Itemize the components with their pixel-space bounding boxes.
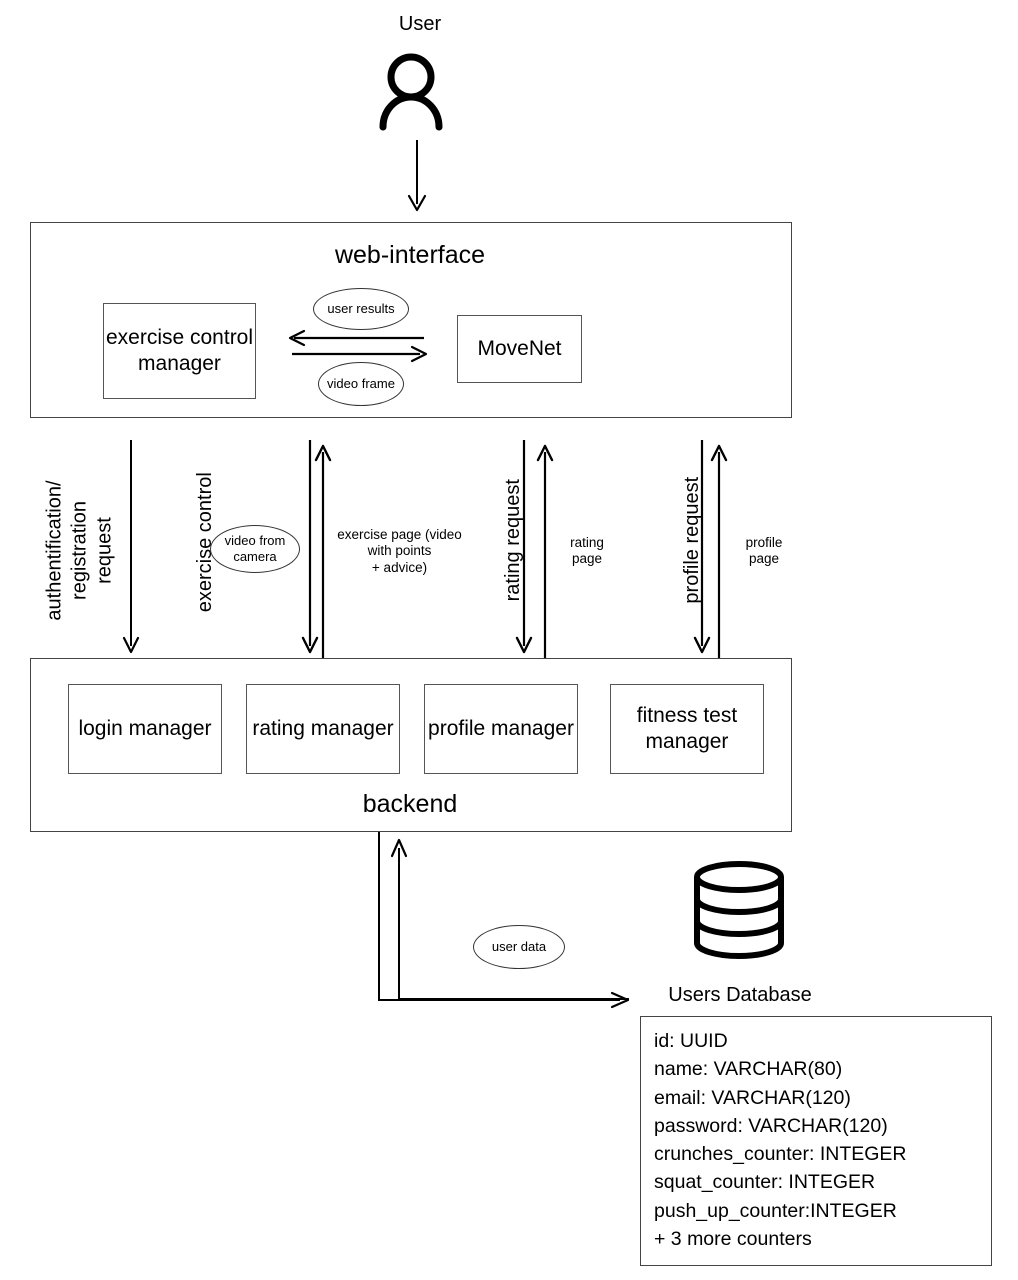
channel-label-profile-page: profile page (745, 535, 783, 567)
arrow-movenet-to-manager (288, 329, 424, 347)
arrow-backend-to-database (378, 832, 630, 1009)
arrow-exercise-control-request (301, 440, 319, 654)
arrow-profile-request (693, 440, 711, 654)
arrow-auth-registration-request (122, 440, 140, 654)
flow-label-user-data: user data (473, 925, 565, 969)
database-cylinder-icon (694, 861, 784, 959)
flow-label-user-results: user results (313, 288, 409, 330)
backend-manager-profile[interactable]: profile manager (424, 684, 578, 774)
backend-manager-login[interactable]: login manager (68, 684, 222, 774)
database-schema-box (640, 1016, 992, 1266)
backend-title: backend (362, 790, 458, 818)
arrow-manager-to-movenet (292, 345, 428, 363)
backend-manager-rating[interactable]: rating manager (246, 684, 400, 774)
actor-label: User (398, 13, 442, 35)
channel-label-exercise-page: exercise page (video with points + advic… (337, 527, 462, 575)
channel-label-rating-page: rating page (570, 535, 604, 567)
flow-label-video-from-camera: video from camera (210, 525, 300, 573)
channel-label-auth-registration-request: authentification/ registration request (43, 480, 116, 621)
arrow-rating-request (515, 440, 533, 654)
movenet-box[interactable]: MoveNet (457, 315, 582, 383)
arrow-rating-page-response (536, 444, 554, 658)
database-label: Users Database (668, 984, 812, 1006)
database-schema-list: id: UUID name: VARCHAR(80) email: VARCHA… (654, 1030, 907, 1250)
exercise-control-manager-box[interactable]: exercise control manager (103, 303, 256, 399)
user-icon (379, 53, 443, 131)
arrow-profile-page-response (710, 444, 728, 658)
flow-label-video-frame: video frame (318, 362, 404, 406)
channel-label-rating-request: rating request (501, 479, 524, 602)
backend-manager-fitness-test[interactable]: fitness test manager (610, 684, 764, 774)
arrow-user-to-web-interface (407, 140, 427, 212)
web-interface-title: web-interface (334, 241, 486, 269)
channel-label-profile-request: profile request (680, 476, 703, 604)
arrow-exercise-page-response (314, 444, 332, 658)
